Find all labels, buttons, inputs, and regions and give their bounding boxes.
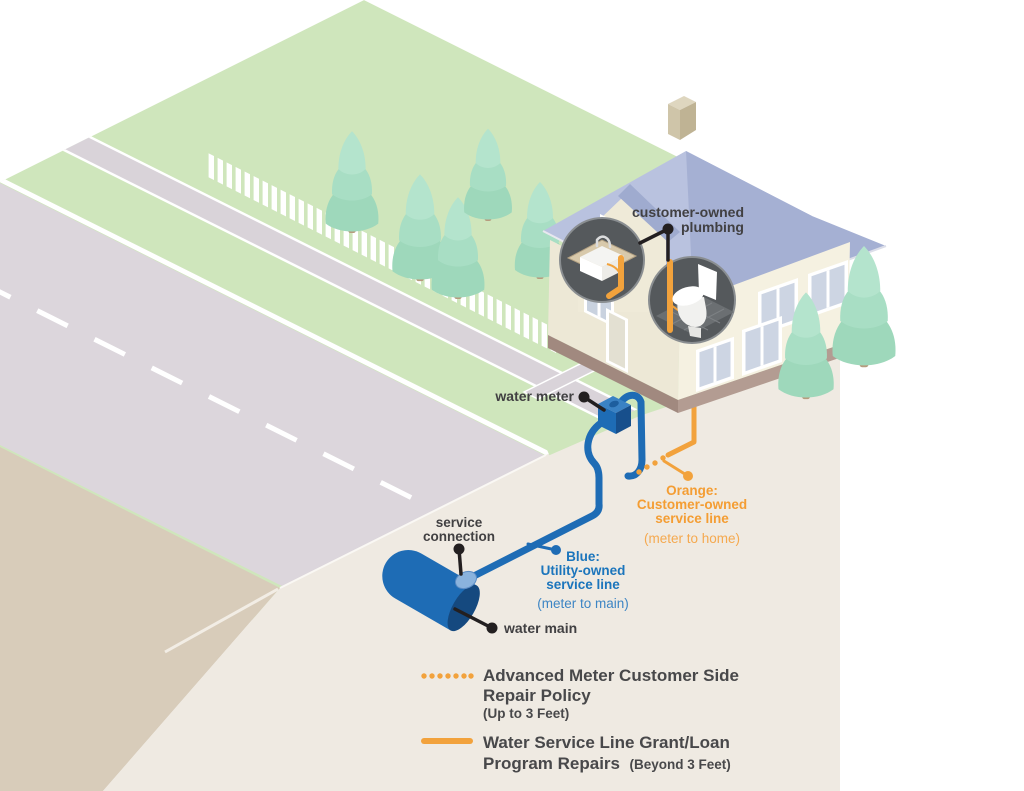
plumbing-callout: customer-owned plumbing — [632, 204, 744, 262]
orange-label-note: (meter to home) — [644, 531, 740, 546]
underground-left-face — [0, 447, 280, 791]
sink-orange-pipe — [606, 255, 624, 299]
legend-solid-line2: Program Repairs (Beyond 3 Feet) — [483, 754, 731, 773]
faucet-icon — [595, 235, 612, 249]
water-meter-label: water meter — [494, 388, 574, 404]
sink-callout-circle — [559, 217, 645, 303]
legend-dotted-note: (Up to 3 Feet) — [483, 706, 569, 721]
window — [742, 315, 782, 376]
legend-dotted-line1: Advanced Meter Customer Side — [483, 666, 739, 685]
plumbing-label-line1: customer-owned — [632, 204, 744, 220]
front-door — [606, 308, 628, 374]
service-connection-label-line1: service — [436, 515, 483, 530]
orange-label-line2: Customer-owned — [637, 497, 747, 512]
blue-label-line2: Utility-owned — [541, 563, 626, 578]
roof-right-plane — [686, 151, 886, 316]
legend: Advanced Meter Customer Side Repair Poli… — [421, 666, 739, 773]
legend-dotted-line2: Repair Policy — [483, 686, 591, 705]
orange-label-title: Orange: — [666, 483, 718, 498]
service-connection-label-line2: connection — [423, 529, 495, 544]
blue-label-title: Blue: — [566, 549, 600, 564]
customer-service-line — [636, 397, 697, 475]
blue-label-line3: service line — [546, 577, 620, 592]
water-main-label: water main — [503, 620, 577, 636]
sidewalk — [60, 122, 660, 448]
sink-basin-rim — [580, 246, 624, 267]
legend-solid-line2-main: Program Repairs — [483, 754, 620, 773]
foundation-left — [548, 335, 678, 413]
meter-outlet-pipe — [617, 391, 646, 480]
water-main-pipe — [382, 550, 480, 632]
sink-basin-front — [580, 257, 602, 281]
water-meter-device — [598, 396, 631, 434]
orange-line-callout: Orange: Customer-owned service line (met… — [637, 459, 747, 546]
legend-solid-line1: Water Service Line Grant/Loan — [483, 733, 730, 752]
water-main-callout: water main — [453, 607, 577, 636]
sidewalk-edge-line — [59, 120, 661, 424]
service-connection-callout: service connection — [423, 515, 495, 576]
blue-line-callout: Blue: Utility-owned service line (meter … — [526, 542, 629, 611]
plumbing-label-line2: plumbing — [681, 219, 744, 235]
utility-service-line — [466, 419, 605, 582]
legend-dotted-swatch — [421, 673, 474, 679]
water-meter-callout: water meter — [494, 388, 606, 412]
blue-label-note: (meter to main) — [537, 596, 629, 611]
picket-fence — [206, 152, 556, 353]
toilet-callout-circle — [648, 256, 736, 344]
cut-edge-highlight — [279, 454, 547, 589]
toilet-icon — [672, 264, 717, 338]
chimney — [668, 96, 696, 140]
window — [696, 336, 734, 392]
underground-edge-highlight — [164, 587, 279, 654]
sidewalk-edge-line — [59, 146, 661, 450]
road-center-dashes — [0, 279, 472, 530]
window — [808, 259, 848, 318]
orange-label-line3: service line — [655, 511, 729, 526]
legend-solid-line2-note: (Beyond 3 Feet) — [629, 757, 730, 772]
